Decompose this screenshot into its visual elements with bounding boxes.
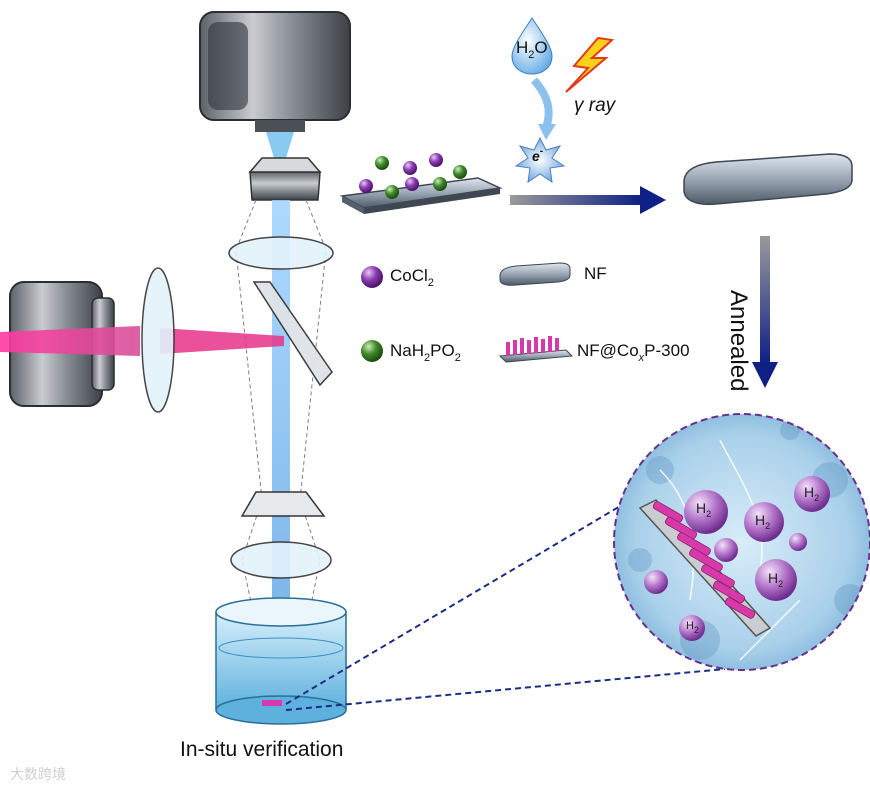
h2-bubble	[679, 615, 705, 641]
process-arrow-horizontal	[510, 186, 666, 214]
dichroic-mirror	[252, 281, 333, 387]
top-camera	[199, 11, 351, 132]
electron-label: e-	[532, 146, 544, 164]
h2o-label: H2O	[516, 38, 548, 61]
prism-filter	[240, 491, 326, 517]
legend-cocl2-label: CoCl2	[390, 266, 434, 289]
legend-nf-icon	[499, 262, 571, 286]
legend-nah2po2-icon	[361, 340, 383, 362]
h2-bubble	[744, 502, 784, 542]
h2-bubble	[755, 559, 797, 601]
top-beam	[266, 132, 294, 158]
small-bubble	[714, 538, 738, 562]
caption-in-situ-verification: In-situ verification	[180, 738, 344, 761]
gamma-ray-label: γ ray	[574, 95, 616, 116]
h2-label: H2	[686, 620, 699, 635]
h2-label: H2	[696, 500, 712, 519]
nf-substrate-with-precursors	[339, 177, 503, 214]
laser-beam	[0, 326, 140, 356]
h2-label: H2	[804, 484, 820, 503]
small-bubble	[789, 533, 807, 551]
annealed-arrow	[752, 236, 778, 388]
legend-nf-label: NF	[584, 264, 607, 283]
legend-product-label: NF@CoxP-300	[577, 341, 690, 364]
annealed-label: Annealed	[725, 290, 752, 392]
lightning-icon	[565, 36, 615, 93]
watermark: 大数跨境	[10, 766, 66, 782]
lens-lower	[230, 541, 332, 579]
nf-plate-product	[683, 153, 853, 206]
water-droplet-icon	[511, 17, 553, 75]
small-bubble	[644, 570, 668, 594]
electron-burst-icon	[514, 136, 566, 184]
lens-upper	[228, 236, 334, 270]
lens-side	[141, 267, 175, 413]
curved-arrow-icon	[530, 77, 553, 130]
laser-beam-to-mirror	[160, 328, 284, 354]
h2-bubble	[794, 476, 830, 512]
h2-label: H2	[755, 512, 771, 531]
water-cell	[215, 597, 347, 725]
legend-nah2po2-label: NaH2PO2	[390, 341, 461, 364]
beam-splitter-block	[248, 157, 322, 201]
precursor-spheres	[359, 153, 467, 199]
legend-cocl2-icon	[361, 266, 383, 288]
h2-label: H2	[768, 570, 784, 589]
legend-product-icon	[498, 336, 574, 363]
zoom-lines	[285, 504, 726, 711]
h2-bubble	[684, 490, 728, 534]
zoom-inset	[613, 413, 870, 671]
